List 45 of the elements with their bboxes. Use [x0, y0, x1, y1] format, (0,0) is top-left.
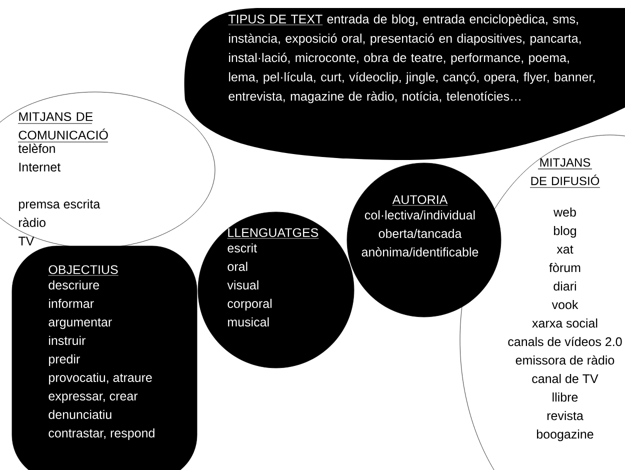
list-item: argumentar: [48, 318, 112, 329]
list-item: musical: [228, 317, 269, 326]
list-item: TV: [18, 236, 34, 246]
topic-circle: [346, 162, 502, 318]
list-item: anònima/identificable: [362, 247, 478, 256]
list-item: predir: [49, 354, 80, 366]
list-item: oberta/tancada: [378, 228, 462, 238]
list-item: contrastar, respond: [48, 428, 154, 440]
list-item: visual: [227, 280, 258, 290]
list-item: corporal: [228, 298, 272, 310]
topic-heading: LLENGUATGES: [227, 228, 319, 239]
list-item: diari: [554, 281, 576, 291]
topic-heading: OBJECTIUS: [48, 265, 119, 276]
list-item: revista: [547, 410, 584, 420]
list-item: premsa escrita: [19, 199, 100, 211]
list-item: canal de TV: [532, 374, 598, 384]
list-item: oral: [228, 262, 248, 271]
list-item: vook: [552, 300, 578, 310]
list-item: provocatiu, atraure: [49, 372, 152, 384]
list-item: instruir: [49, 336, 86, 345]
list-item: Internet: [19, 162, 60, 172]
list-item: informar: [49, 298, 94, 308]
topic-circle: [198, 212, 354, 368]
list-item: xat: [556, 245, 574, 254]
list-item: telèfon: [18, 144, 55, 154]
list-item: blog: [554, 226, 576, 238]
list-item: boogazine: [536, 429, 594, 442]
list-item: escrit: [228, 243, 257, 252]
topic-heading: AUTORIA: [392, 195, 448, 206]
list-item: emissora de ràdio: [516, 355, 614, 365]
topic-bubble: [184, 8, 625, 160]
topic-paragraph: TIPUS DE TEXT entrada de blog, entrada enciclopèdica, sms, instància, exposició oral, presentació en diapositives, pancarta, instal·lació, microconte, obra de teatre, performance, poema, lema, pel·lícula, curt, vídeoclip, jingle, cançó, opera, flyer, banner, entrevista, magazine de ràdio, notícia, telenotícies…: [228, 14, 595, 104]
topic-heading: MITJANS DE DIFUSIÓ: [530, 158, 600, 188]
topic-bubble: [12, 246, 198, 470]
list-item: llibre: [552, 392, 578, 402]
list-item: descriure: [48, 280, 100, 290]
list-item: canals de vídeos 2.0: [508, 336, 622, 346]
list-item: xarxa social: [532, 318, 598, 328]
list-item: web: [554, 207, 576, 217]
list-item: ràdio: [19, 218, 46, 228]
topic-bubble: [0, 92, 216, 248]
list-item: col·lectiva/individual: [364, 210, 475, 220]
list-item: expressar, crear: [48, 394, 138, 403]
list-item: fòrum: [549, 262, 580, 272]
list-item: denunciatiu: [48, 410, 112, 419]
